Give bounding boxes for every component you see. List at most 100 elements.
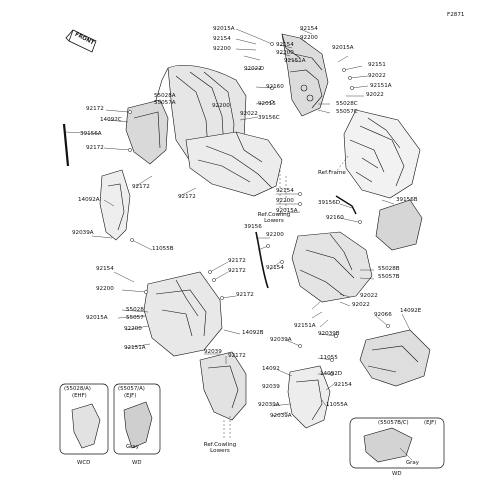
part-label: 92154 <box>300 26 318 32</box>
part-label: 92022 <box>352 302 370 308</box>
lower-inner-stay-right <box>287 365 331 429</box>
frame-assembly <box>343 109 421 199</box>
part-label: 39156 <box>244 224 262 230</box>
inset-ejf-title: (55057/A) <box>118 386 145 392</box>
part-label: 92154 <box>266 265 284 271</box>
tube-39156d <box>335 195 357 215</box>
part-label: 92151 <box>368 62 386 68</box>
lower-cowl-right <box>359 329 431 387</box>
part-label: 14092A <box>78 197 100 203</box>
part-label: 92200 <box>276 50 294 56</box>
inset-ehf-code: WCD <box>77 460 91 466</box>
inset-ejf-color: Gray <box>126 444 139 450</box>
part-label: 39156B <box>396 197 418 203</box>
part-label: 92172 <box>178 194 196 200</box>
part-label: 92022 <box>240 111 258 117</box>
part-label: 92200 <box>266 232 284 238</box>
part-label: 55028 <box>126 307 144 313</box>
part-label: 92039 <box>262 384 280 390</box>
part-label: 14092B <box>242 330 264 336</box>
part-label: 92200 <box>300 35 318 41</box>
inset-ejf2-color: Gray <box>406 460 419 466</box>
part-label: 92151A <box>294 323 316 329</box>
part-label: 92066 <box>374 312 392 318</box>
part-label: 92154 <box>276 42 294 48</box>
part-label: 92172 <box>86 106 104 112</box>
part-label: 92015A <box>213 26 235 32</box>
part-label: 55057A <box>154 100 176 106</box>
figure-code: F2871 <box>447 12 465 18</box>
ref-cowling-lowers-top: Ref.Cowling Lowers <box>257 212 291 224</box>
inset-ejf2-title: (55057B/C) <box>378 420 409 426</box>
part-label: 55057 <box>126 315 144 321</box>
part-label: 92151A <box>284 58 306 64</box>
middle-side-cowl <box>185 131 283 197</box>
part-label: 92015A <box>332 45 354 51</box>
part-label: 92022 <box>366 92 384 98</box>
part-label: 92015 <box>258 101 276 107</box>
part-label: 92015A <box>86 315 108 321</box>
tube-39156 <box>255 231 269 289</box>
part-label: 92172 <box>86 145 104 151</box>
part-label: 92151A <box>124 345 146 351</box>
part-label: 92154 <box>334 382 352 388</box>
part-label: 92022 <box>360 293 378 299</box>
part-label: 55057C <box>336 109 358 115</box>
part-label: 92151A <box>370 83 392 89</box>
part-label: 92200 <box>276 198 294 204</box>
upper-cowl-right <box>281 33 329 117</box>
inset-ejf2-leader <box>399 447 413 461</box>
part-label: 92200 <box>212 103 230 109</box>
inset-ehf-part <box>71 403 101 449</box>
part-label: 55028B <box>378 266 400 272</box>
fastener-bolts <box>128 42 390 376</box>
part-label: 11055B <box>152 246 174 252</box>
part-label: 92022 <box>244 66 262 72</box>
reference-lines <box>223 155 349 440</box>
part-label: 92172 <box>228 268 246 274</box>
part-label: 92200 <box>124 326 142 332</box>
part-label: 55028A <box>154 93 176 99</box>
part-label: 92015A <box>276 208 298 214</box>
inner-trim-left <box>125 99 169 165</box>
part-label: 14092E <box>400 308 422 314</box>
part-label: 92154 <box>96 266 114 272</box>
part-label: 11055A <box>326 402 348 408</box>
tube-39156a <box>62 123 70 167</box>
part-label: 92154 <box>213 36 231 42</box>
part-label: 11055 <box>320 355 338 361</box>
inset-ehf-title: (55028/A) <box>64 386 91 392</box>
part-label: 92039B <box>318 331 340 337</box>
part-label: 92200 <box>96 286 114 292</box>
part-label: 92039A <box>270 337 292 343</box>
inset-ejf2-part <box>363 427 413 463</box>
leader-lines <box>65 28 411 417</box>
inset-ejf-sub: (EJF) <box>124 393 137 399</box>
front-arrow-icon <box>65 29 97 53</box>
part-label: 92022 <box>368 73 386 79</box>
part-label: 92160 <box>266 84 284 90</box>
inner-stay-left <box>99 169 131 241</box>
inset-ehf-sub: (EHF) <box>72 393 87 399</box>
part-label: 14092D <box>320 371 343 377</box>
part-label: 92172 <box>228 353 246 359</box>
part-label: 92172 <box>132 184 150 190</box>
part-label: 39156C <box>258 115 280 121</box>
part-label: 39156A <box>80 131 102 137</box>
middle-cowl-right <box>291 231 373 303</box>
inset-ejf-code: WD <box>132 460 142 466</box>
part-label: 14092 <box>262 366 280 372</box>
ref-frame-label: Ref.Frame <box>318 170 346 176</box>
part-label: 55028C <box>336 101 358 107</box>
part-label: 92160 <box>326 215 344 221</box>
part-label: 55057B <box>378 274 400 280</box>
inset-ejf2-sub: (EJF) <box>424 420 437 426</box>
inset-ejf2-code: WD <box>392 471 402 477</box>
part-label: 92172 <box>236 292 254 298</box>
part-label: 92154 <box>276 188 294 194</box>
knee-panel-right <box>375 199 423 251</box>
inset-ejf-part <box>123 401 153 449</box>
part-label: 92039 <box>204 349 222 355</box>
